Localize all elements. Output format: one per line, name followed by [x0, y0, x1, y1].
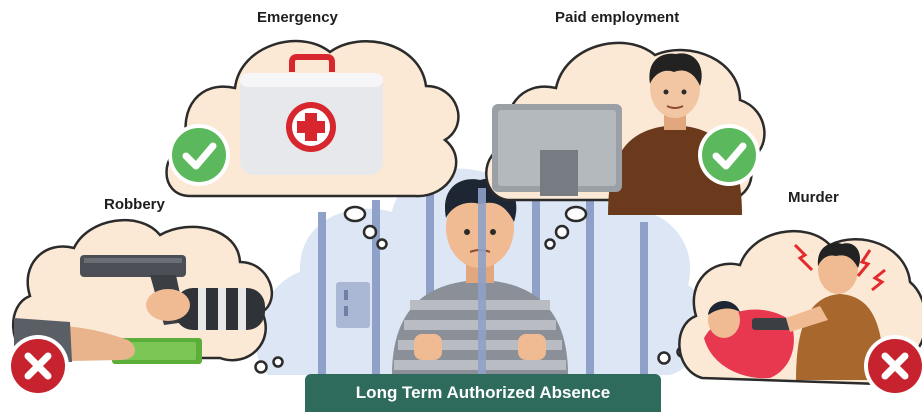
absence-banner: Long Term Authorized Absence: [305, 374, 661, 412]
handgun-icon: [752, 318, 792, 330]
paid-employment-check-icon: [698, 124, 760, 186]
robbery-cross-icon: [7, 335, 69, 397]
murderer-figure: [752, 242, 884, 380]
murder-cross-icon: [864, 335, 922, 397]
prisoner-figure: [392, 178, 568, 375]
robbery-cloud: [12, 219, 273, 364]
banner-text: Long Term Authorized Absence: [355, 383, 611, 402]
anger-marks-icon: [793, 243, 886, 292]
cell-lock-icon: [336, 282, 370, 328]
murder-cloud: [678, 230, 922, 388]
first-aid-kit-icon: [240, 54, 383, 175]
robber-arm: [146, 288, 265, 330]
paid-employment-cloud: [485, 41, 766, 215]
robbery-label: Robbery: [104, 196, 165, 213]
emergency-label: Emergency: [257, 9, 338, 26]
paid-employment-label: Paid employment: [555, 9, 680, 26]
murder-label: Murder: [788, 189, 839, 206]
jail-bars: [318, 172, 648, 375]
computer-monitor-icon: [492, 104, 622, 196]
emergency-cloud: [165, 39, 460, 198]
emergency-check-icon: [168, 124, 230, 186]
